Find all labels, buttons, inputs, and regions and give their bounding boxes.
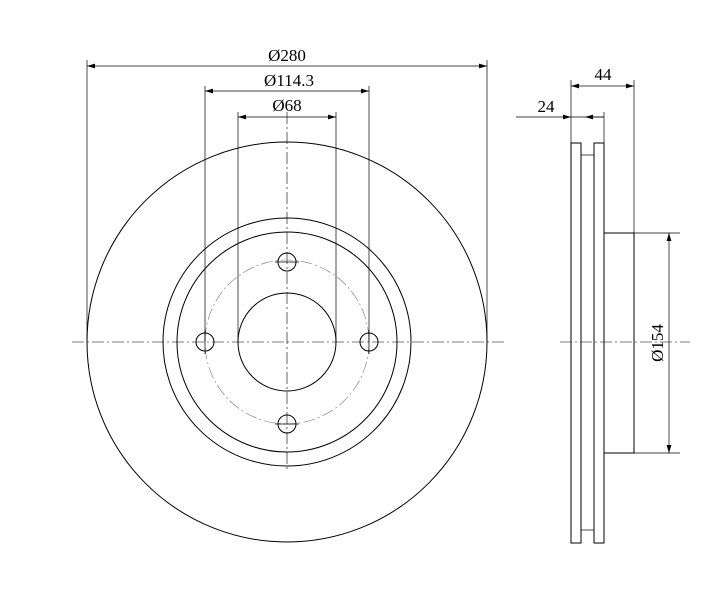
overall-height-label: 44 xyxy=(595,65,613,84)
front-view: Ø280 Ø114.3 Ø68 xyxy=(72,46,505,543)
dimension-disc-thickness: 24 xyxy=(516,97,605,143)
disc-thickness-label: 24 xyxy=(538,97,556,116)
dimension-pcd: Ø114.3 xyxy=(204,71,370,342)
inner-friction-ring xyxy=(593,142,605,544)
outer-diameter-label: Ø280 xyxy=(268,46,306,65)
dimension-hat-diameter: Ø154 xyxy=(634,232,680,454)
hat-outer-circle xyxy=(162,217,412,467)
bolt-holes xyxy=(195,252,379,434)
dimension-overall-height: 44 xyxy=(570,65,635,233)
pcd-label: Ø114.3 xyxy=(264,71,314,90)
hat-section xyxy=(603,232,635,454)
side-view: 44 24 Ø154 xyxy=(516,65,690,544)
hat-inner-circle xyxy=(176,231,398,453)
dimension-center-bore: Ø68 xyxy=(237,96,337,342)
hat-diameter-label: Ø154 xyxy=(648,324,667,362)
center-bore-label: Ø68 xyxy=(272,96,301,115)
dimension-outer-diameter: Ø280 xyxy=(86,46,488,342)
outer-friction-ring xyxy=(570,142,582,544)
